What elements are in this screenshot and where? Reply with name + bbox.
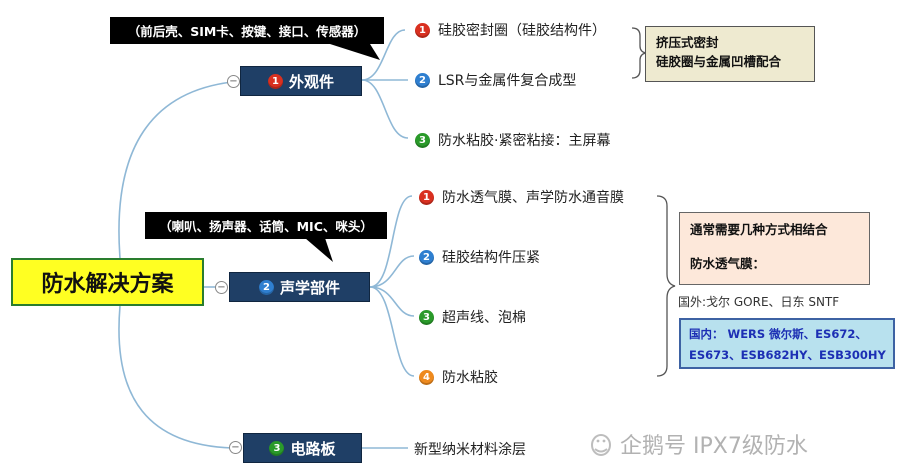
collapse-toggle-branch-1[interactable]: − bbox=[227, 75, 240, 88]
callout-acoustic-parts: （喇叭、扬声器、话筒、MIC、咪头） bbox=[145, 212, 387, 239]
number-badge-icon: 1 bbox=[419, 189, 434, 205]
leaf-text: 硅胶结构件压紧 bbox=[442, 250, 540, 266]
note-line: 通常需要几种方式相结合 bbox=[690, 222, 828, 237]
number-badge-icon: 3 bbox=[415, 132, 430, 148]
leaf-nano-coating[interactable]: 新型纳米材料涂层 bbox=[414, 439, 526, 459]
number-badge-icon: 3 bbox=[269, 440, 285, 456]
note-compression-seal: 挤压式密封 硅胶圈与金属凹槽配合 bbox=[645, 26, 815, 82]
note-line: 硅胶圈与金属凹槽配合 bbox=[656, 54, 782, 69]
leaf-silicone-compress[interactable]: 2 硅胶结构件压紧 bbox=[419, 247, 540, 267]
collapse-icon: − bbox=[231, 441, 240, 453]
leaf-text: 防水透气膜、声学防水通音膜 bbox=[442, 190, 624, 206]
leaf-text: 硅胶密封圈（硅胶结构件） bbox=[438, 23, 606, 39]
branch-label: 声学部件 bbox=[279, 278, 340, 297]
leaf-adhesive-screen[interactable]: 3 防水粘胶·紧密粘接：主屏幕 bbox=[415, 130, 610, 150]
leaf-ultrasonic-foam[interactable]: 3 超声线、泡棉 bbox=[419, 307, 526, 327]
root-label: 防水解决方案 bbox=[41, 272, 174, 297]
leaf-text: 新型纳米材料涂层 bbox=[414, 442, 526, 458]
leaf-text: LSR与金属件复合成型 bbox=[438, 73, 577, 89]
number-badge-icon: 1 bbox=[267, 73, 283, 89]
leaf-breathable-membrane[interactable]: 1 防水透气膜、声学防水通音膜 bbox=[419, 187, 624, 207]
collapse-toggle-branch-3[interactable]: − bbox=[229, 441, 242, 454]
foreign-suppliers: 国外:戈尔 GORE、日东 SNTF bbox=[678, 295, 840, 309]
leaf-silicone-seal[interactable]: 1 硅胶密封圈（硅胶结构件） bbox=[415, 20, 606, 40]
leaf-text: 超声线、泡棉 bbox=[442, 310, 526, 326]
watermark-text: 企鹅号 IPX7级防水 bbox=[620, 434, 808, 459]
callout-exterior-parts: （前后壳、SIM卡、按键、接口、传感器） bbox=[110, 17, 384, 44]
leaf-waterproof-glue[interactable]: 4 防水粘胶 bbox=[419, 367, 498, 387]
note-line: 挤压式密封 bbox=[656, 35, 719, 50]
branch-label: 外观件 bbox=[288, 72, 334, 91]
number-badge-icon: 3 bbox=[419, 309, 434, 325]
number-badge-icon: 4 bbox=[419, 369, 434, 385]
number-badge-icon: 1 bbox=[415, 22, 430, 38]
leaf-text: 防水粘胶·紧密粘接：主屏幕 bbox=[438, 133, 611, 149]
number-badge-icon: 2 bbox=[258, 279, 274, 295]
collapse-icon: − bbox=[229, 75, 238, 87]
branch-label: 电路板 bbox=[290, 439, 336, 458]
root-node[interactable]: 防水解决方案 bbox=[11, 258, 204, 306]
leaf-lsr-metal[interactable]: 2 LSR与金属件复合成型 bbox=[415, 70, 576, 90]
penguin-logo-icon bbox=[591, 434, 611, 456]
domestic-suppliers: 国内： WERS 微尔斯、ES672、 ES673、ESB682HY、ESB30… bbox=[679, 318, 895, 369]
branch-node-acoustic[interactable]: 2 声学部件 bbox=[229, 272, 370, 302]
callout-text: （喇叭、扬声器、话筒、MIC、咪头） bbox=[159, 219, 373, 234]
collapse-icon: − bbox=[217, 281, 226, 293]
number-badge-icon: 2 bbox=[415, 72, 430, 88]
note-line: 国内： WERS 微尔斯、ES672、 bbox=[689, 327, 867, 341]
note-line: 防水透气膜： bbox=[690, 256, 766, 271]
watermark: 企鹅号 IPX7级防水 bbox=[588, 428, 808, 460]
leaf-text: 防水粘胶 bbox=[442, 370, 498, 386]
collapse-toggle-branch-2[interactable]: − bbox=[215, 281, 228, 294]
branch-node-exterior[interactable]: 1 外观件 bbox=[240, 66, 362, 96]
number-badge-icon: 2 bbox=[419, 249, 434, 265]
branch-node-circuit-board[interactable]: 3 电路板 bbox=[243, 433, 362, 463]
note-combined-methods: 通常需要几种方式相结合 防水透气膜： bbox=[679, 212, 870, 285]
callout-text: （前后壳、SIM卡、按键、接口、传感器） bbox=[127, 24, 367, 39]
note-line: ES673、ESB682HY、ESB300HY bbox=[689, 348, 886, 362]
